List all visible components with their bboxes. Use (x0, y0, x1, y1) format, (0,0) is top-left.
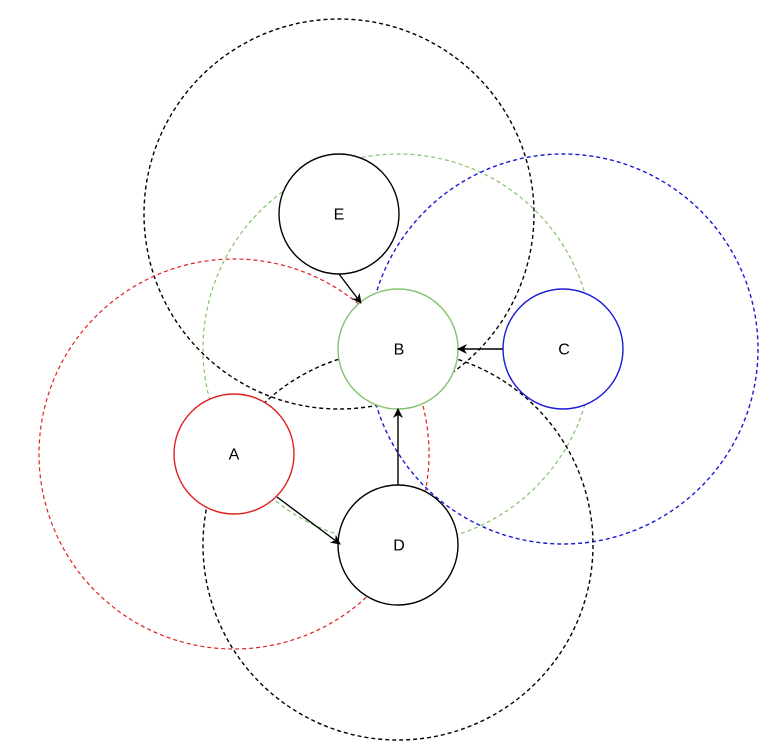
node-label-b: B (394, 342, 405, 359)
edge-e-to-b (338, 273, 362, 304)
node-labels: E B C A D (229, 207, 570, 555)
node-circles (173, 153, 624, 606)
node-label-a: A (229, 447, 240, 464)
node-label-e: E (334, 207, 345, 224)
node-label-c: C (558, 342, 570, 359)
node-label-d: D (393, 538, 405, 555)
edge-a-to-d (276, 496, 341, 545)
range-circle-e (143, 18, 535, 410)
node-a[interactable] (173, 393, 295, 515)
edges (276, 273, 503, 545)
range-circle-a (38, 258, 430, 650)
